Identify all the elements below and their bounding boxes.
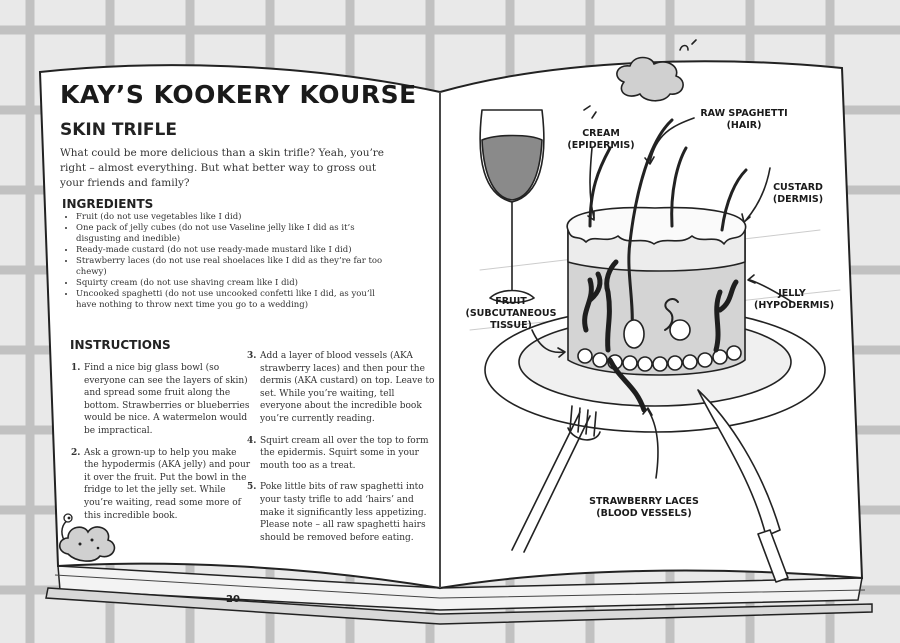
ingredients-heading: INGREDIENTS — [62, 197, 154, 211]
blood-vessel-icon — [582, 271, 603, 333]
step-text: Poke little bits of raw spaghetti into y… — [260, 482, 427, 543]
list-item: Fruit (do not use vegetables like I did) — [76, 212, 391, 223]
step-number: 1. — [71, 363, 81, 373]
knife-icon — [697, 389, 781, 537]
step-number: 4. — [247, 435, 257, 446]
label-spaghetti: RAW SPAGHETTI (HAIR) — [700, 108, 788, 131]
step-number: 2. — [71, 447, 81, 458]
list-item: Squirty cream (do not use shaving cream … — [76, 278, 391, 289]
instructions-heading: INSTRUCTIONS — [70, 338, 171, 352]
label-fruit: FRUIT (SUBCUTANEOUS TISSUE) — [465, 296, 557, 331]
step-text: Squirt cream all over the top to form th… — [260, 435, 429, 471]
intro-paragraph: What could be more delicious than a skin… — [60, 147, 385, 189]
instruction-step: 3.Add a layer of blood vessels (AKA stra… — [247, 350, 436, 426]
left-page: KAY’S KOOKERY KOURSE SKIN TRIFLE What co… — [40, 72, 436, 605]
instructions-column-2: 3.Add a layer of blood vessels (AKA stra… — [246, 350, 436, 553]
ingredients-list: Fruit (do not use vegetables like I did)… — [62, 212, 391, 311]
step-number: 5. — [247, 482, 257, 493]
step-number: 3. — [247, 351, 257, 361]
skin-trifle-illustration — [469, 39, 841, 583]
instruction-step: 4.Squirt cream all over the top to form … — [247, 435, 436, 473]
blob-doodle-icon — [58, 513, 116, 562]
spaghetti-hair-icon — [588, 146, 612, 228]
list-item: Uncooked spaghetti (do not use uncooked … — [76, 289, 391, 311]
label-jelly: JELLY (HYPODERMIS) — [754, 288, 835, 311]
label-laces: STRAWBERRY LACES (BLOOD VESSELS) — [589, 496, 699, 519]
list-item: Strawberry laces (do not use real shoela… — [76, 256, 391, 278]
step-text: Ask a grown-up to help you make the hypo… — [84, 447, 251, 521]
instruction-step: 2.Ask a grown-up to help you make the hy… — [71, 447, 252, 523]
list-item: Ready-made custard (do not use ready-mad… — [76, 245, 391, 256]
step-text: Find a nice big glass bowl (so everyone … — [84, 363, 250, 436]
instruction-step: 1.Find a nice big glass bowl (so everyon… — [71, 362, 252, 438]
page-number: 20 — [226, 594, 240, 605]
cream-splat-icon — [616, 56, 684, 102]
book-title: KAY’S KOOKERY KOURSE — [60, 80, 417, 109]
list-item: One pack of jelly cubes (do not use Vase… — [76, 223, 391, 245]
label-cream: CREAM (EPIDERMIS) — [567, 128, 635, 151]
instruction-step: 5.Poke little bits of raw spaghetti into… — [247, 481, 436, 544]
fork-icon — [511, 411, 591, 553]
step-text: Add a layer of blood vessels (AKA strawb… — [260, 351, 435, 424]
instructions-column-1: 1.Find a nice big glass bowl (so everyon… — [70, 362, 252, 531]
label-custard: CUSTARD (DERMIS) — [772, 182, 824, 205]
recipe-title: SKIN TRIFLE — [60, 120, 177, 140]
